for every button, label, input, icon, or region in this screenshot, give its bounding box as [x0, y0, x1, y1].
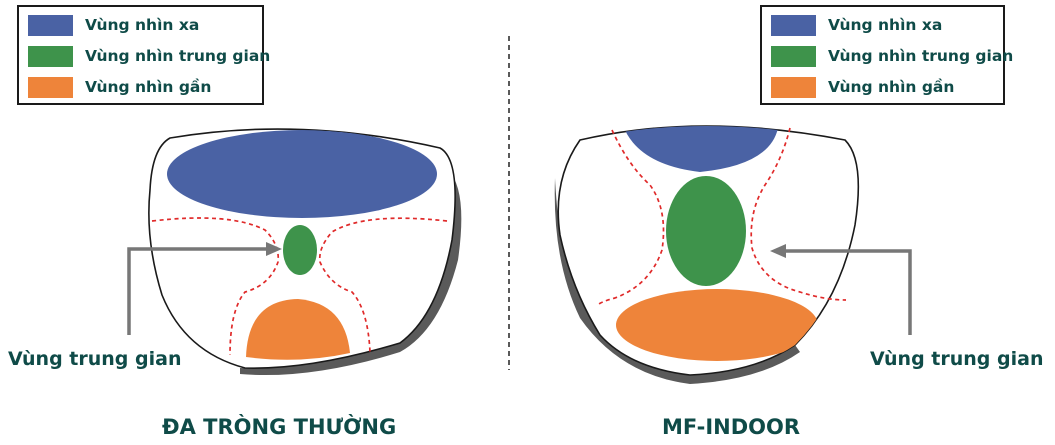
far-zone-swatch	[28, 14, 73, 36]
left-arrowhead	[266, 242, 282, 256]
legend-item-far: Vùng nhìn xa	[28, 14, 199, 36]
right-far-zone	[624, 126, 778, 172]
legend-item-intermediate: Vùng nhìn trung gian	[771, 45, 1013, 67]
legend-item-near: Vùng nhìn gần	[28, 76, 211, 98]
legend-label: Vùng nhìn gần	[828, 78, 955, 96]
left-lens-title: ĐA TRÒNG THƯỜNG	[162, 415, 397, 439]
legend-item-intermediate: Vùng nhìn trung gian	[28, 45, 270, 67]
legend-item-near: Vùng nhìn gần	[771, 76, 954, 98]
left-intermediate-callout-label: Vùng trung gian	[8, 348, 182, 370]
right-arrowhead	[770, 244, 786, 258]
left-callout-line	[127, 247, 270, 335]
legend-right: Vùng nhìn xa Vùng nhìn trung gian Vùng n…	[760, 5, 1013, 105]
right-lens-title: MF-INDOOR	[662, 415, 801, 439]
left-boundary-line	[318, 217, 448, 353]
left-far-zone	[167, 130, 437, 218]
left-boundary-line	[151, 217, 280, 356]
legend-label: Vùng nhìn xa	[85, 16, 200, 34]
legend-item-far: Vùng nhìn xa	[771, 14, 942, 36]
intermediate-zone-swatch	[28, 45, 73, 67]
far-zone-swatch	[771, 14, 816, 36]
right-near-zone	[616, 289, 818, 361]
right-boundary-line	[750, 127, 847, 301]
intermediate-zone-swatch	[771, 45, 816, 67]
right-lens-frame-shadow	[554, 178, 800, 384]
right-intermediate-callout-label: Vùng trung gian	[870, 348, 1044, 370]
left-intermediate-zone	[283, 225, 317, 275]
right-intermediate-zone	[666, 176, 746, 286]
legend-left: Vùng nhìn xa Vùng nhìn trung gian Vùng n…	[17, 5, 270, 105]
near-zone-swatch	[771, 76, 816, 98]
right-callout-line	[782, 249, 912, 335]
legend-label: Vùng nhìn trung gian	[85, 47, 271, 65]
left-near-zone	[246, 299, 350, 360]
legend-label: Vùng nhìn trung gian	[828, 47, 1014, 65]
near-zone-swatch	[28, 76, 73, 98]
legend-label: Vùng nhìn xa	[828, 16, 943, 34]
legend-label: Vùng nhìn gần	[85, 78, 212, 96]
right-boundary-line	[597, 129, 665, 306]
